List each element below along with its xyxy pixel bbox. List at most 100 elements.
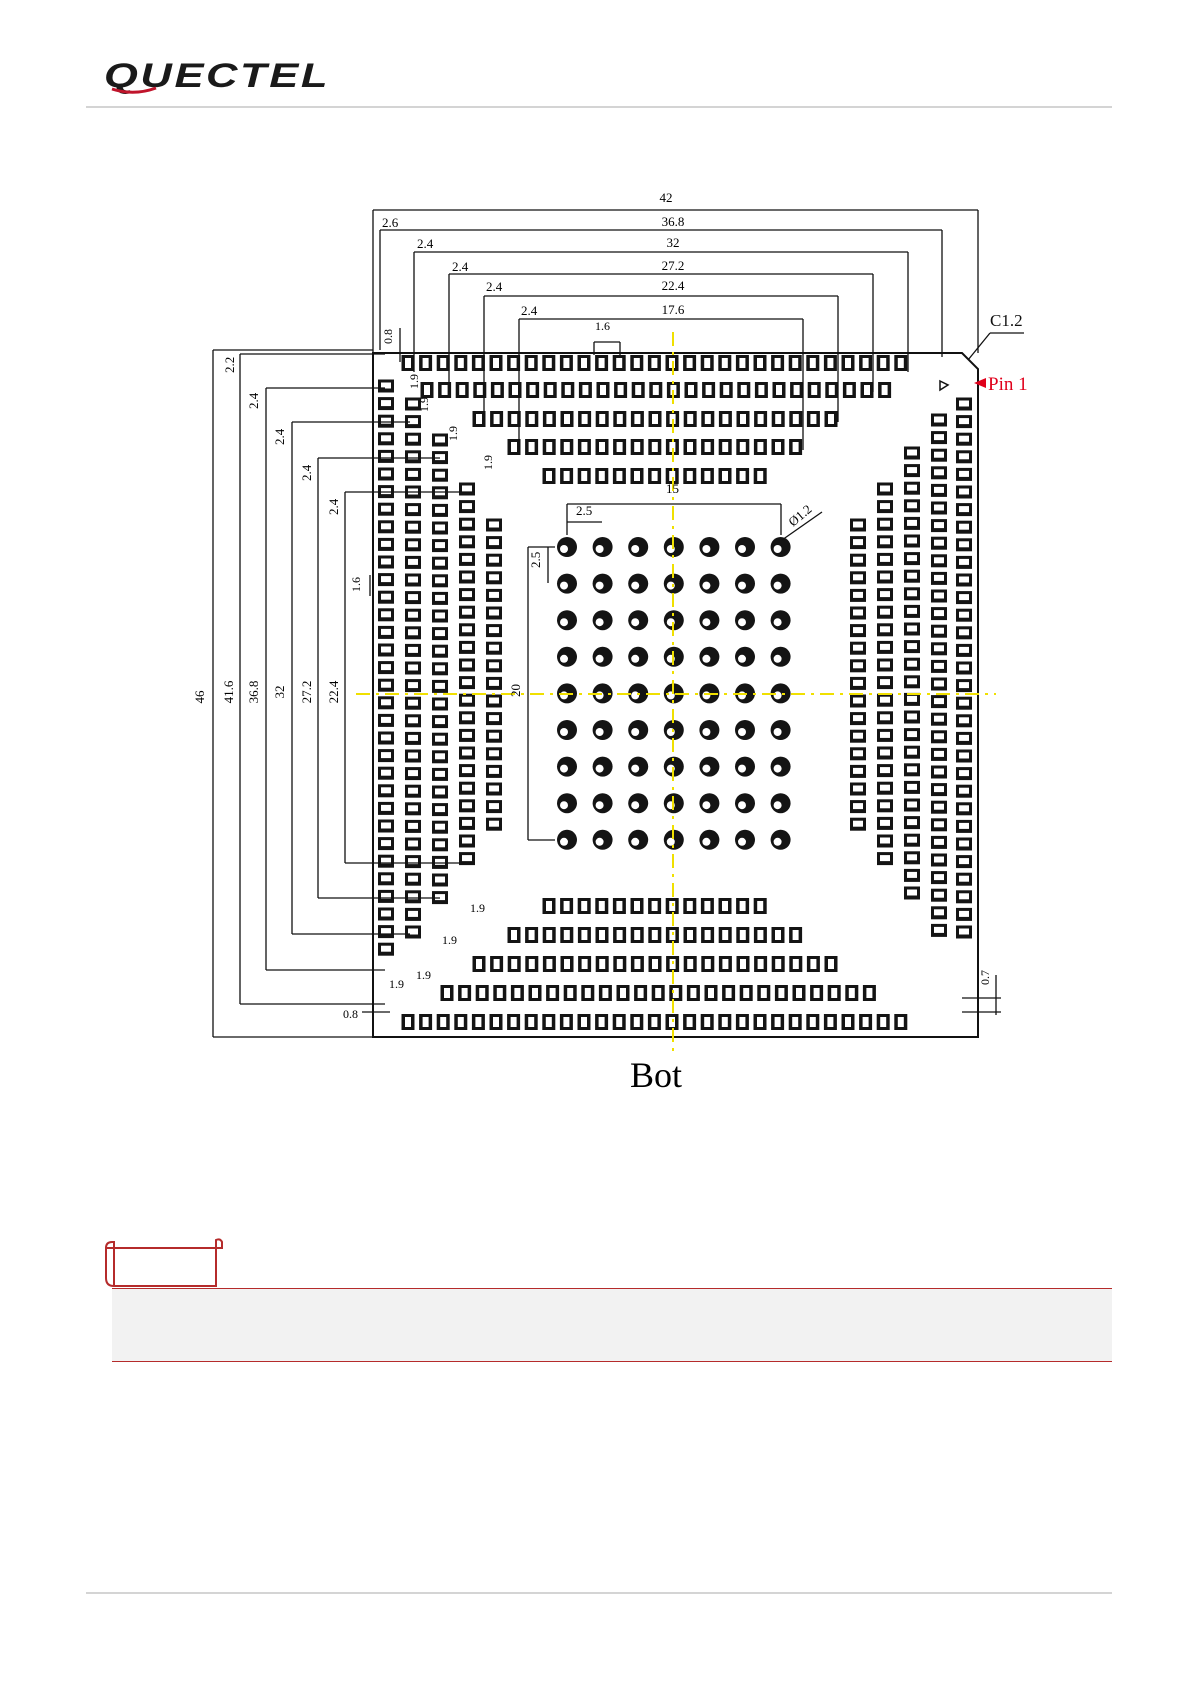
ball-highlight: [631, 765, 639, 773]
pad: [863, 985, 876, 1001]
pad: [894, 355, 907, 371]
pad: [904, 869, 920, 882]
pad-window: [408, 524, 418, 530]
pad-window: [616, 358, 622, 368]
pad-window: [775, 442, 781, 452]
pad: [956, 767, 972, 780]
pad-window: [462, 714, 472, 720]
pad-window: [408, 911, 418, 917]
ball-highlight: [774, 618, 782, 626]
pad-window: [435, 525, 445, 531]
pad-window: [757, 930, 763, 940]
pad-window: [581, 1017, 587, 1027]
pad: [432, 627, 448, 640]
pad-window: [381, 911, 391, 917]
pad-window: [959, 682, 969, 688]
pad-window: [435, 718, 445, 724]
pad: [578, 1014, 591, 1030]
pad-window: [651, 358, 657, 368]
pad-window: [652, 959, 658, 969]
row-gap-label-6: 1.9: [442, 933, 457, 947]
pad-window: [934, 751, 944, 757]
pad: [632, 382, 645, 398]
right-small-label: 0.7: [978, 970, 992, 985]
pad: [405, 450, 421, 463]
pad-window: [739, 1017, 745, 1027]
pad: [771, 1014, 784, 1030]
pad-window: [408, 471, 418, 477]
ball-pad: [628, 830, 648, 850]
pad-window: [435, 542, 445, 548]
ball-pad: [557, 647, 577, 667]
pad: [405, 662, 421, 675]
pad: [508, 956, 521, 972]
pad-window: [529, 414, 535, 424]
pad-window: [462, 697, 472, 703]
pad-window: [493, 358, 499, 368]
pad: [491, 382, 504, 398]
pad: [490, 956, 503, 972]
pad-window: [959, 471, 969, 477]
pad: [486, 747, 502, 760]
pad: [596, 439, 609, 455]
ball-pad: [628, 537, 648, 557]
pad: [956, 468, 972, 481]
pad: [687, 985, 700, 1001]
pad-window: [511, 414, 517, 424]
pad: [378, 767, 394, 780]
pad: [810, 985, 823, 1001]
pad: [459, 799, 475, 812]
pad: [529, 985, 542, 1001]
ball-highlight: [774, 801, 782, 809]
pad-window: [585, 988, 591, 998]
pad: [904, 587, 920, 600]
ball-highlight: [560, 655, 568, 663]
pad-window: [435, 859, 445, 865]
row-gap-label-2: 1.9: [417, 397, 431, 412]
pad-window: [599, 471, 605, 481]
pad-window: [907, 467, 917, 473]
pad: [432, 750, 448, 763]
pad: [685, 382, 698, 398]
pad: [956, 785, 972, 798]
top-offset-3: 2.4: [452, 259, 469, 274]
pad-window: [581, 442, 587, 452]
pad-window: [512, 385, 518, 395]
pad: [405, 926, 421, 939]
ball-highlight: [774, 655, 782, 663]
pad-window: [599, 959, 605, 969]
ball-highlight: [738, 838, 746, 846]
pad-window: [775, 414, 781, 424]
pad: [378, 890, 394, 903]
pad: [378, 538, 394, 551]
pad: [419, 1014, 432, 1030]
pad-window: [934, 610, 944, 616]
top-offset-4: 2.4: [486, 279, 503, 294]
pad-window: [959, 929, 969, 935]
pad: [378, 591, 394, 604]
pad-window: [687, 959, 693, 969]
pad: [432, 522, 448, 535]
pad-window: [655, 988, 661, 998]
pad: [877, 1014, 890, 1030]
pad: [459, 711, 475, 724]
ball-highlight: [702, 545, 710, 553]
pad-window: [435, 507, 445, 513]
pad-window: [775, 358, 781, 368]
pad: [877, 535, 893, 548]
pad: [599, 985, 612, 1001]
pad-window: [458, 358, 464, 368]
pad: [432, 539, 448, 552]
pad-window: [582, 414, 588, 424]
pad: [789, 411, 802, 427]
pad: [486, 624, 502, 637]
pad-window: [408, 682, 418, 688]
pad: [486, 589, 502, 602]
pad-window: [907, 450, 917, 456]
pad-window: [959, 612, 969, 618]
pad: [701, 956, 714, 972]
pad: [441, 985, 454, 1001]
pad-window: [381, 699, 391, 705]
pad-window: [740, 959, 746, 969]
pad-window: [880, 855, 890, 861]
